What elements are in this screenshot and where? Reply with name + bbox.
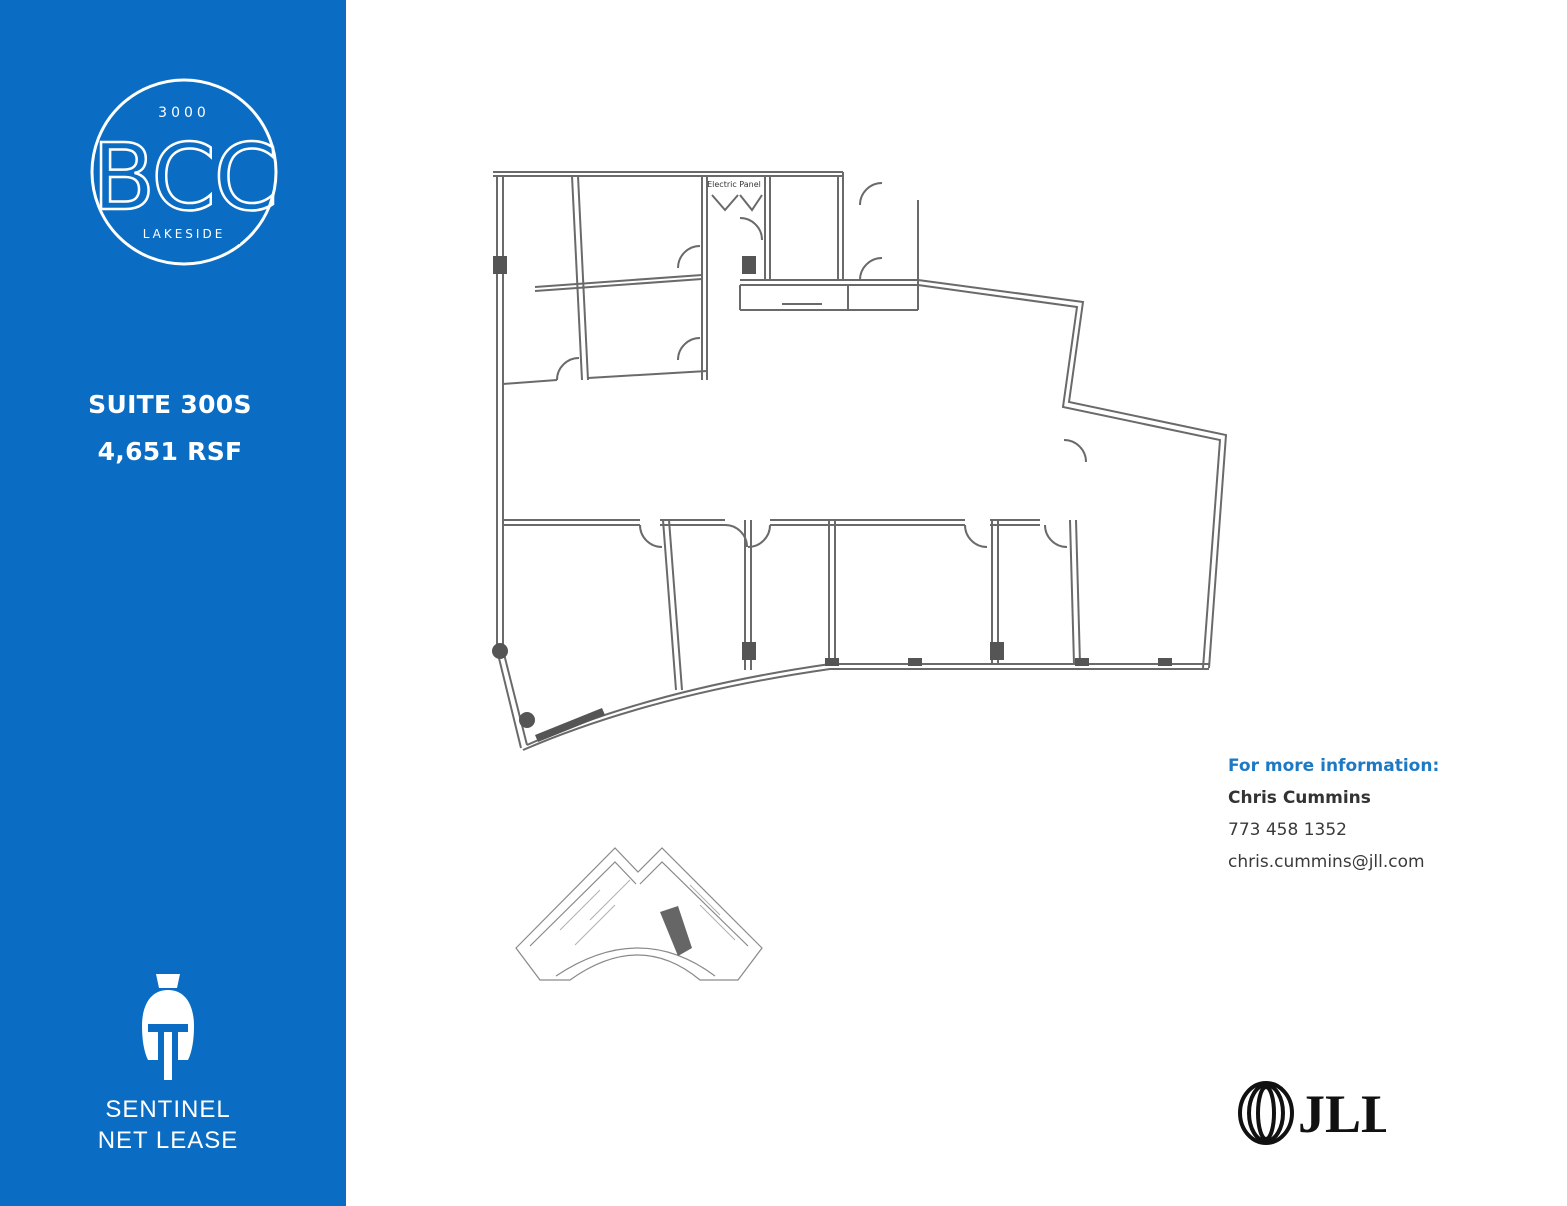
suite-area: 4,651 RSF [97, 437, 243, 466]
sidebar: 3000 BCC LAKESIDE SUITE 300S 4,651 RSF S… [0, 0, 346, 1206]
brand-line-1: SENTINEL [105, 1096, 231, 1123]
suite-info: SUITE 300S 4,651 RSF [0, 390, 340, 466]
logo-letters: BCC [92, 124, 276, 231]
jll-logo: JLL [1238, 1081, 1386, 1145]
contact-info: For more information: Chris Cummins 773 … [1228, 756, 1548, 872]
electric-panel-label: Electric Panel [707, 180, 761, 189]
sentinel-net-lease-logo: SENTINEL NET LEASE [78, 968, 258, 1156]
brand-line-2: NET LEASE [97, 1127, 239, 1154]
logo-number: 3000 [158, 105, 210, 121]
contact-phone[interactable]: 773 458 1352 [1228, 820, 1347, 840]
contact-email[interactable]: chris.cummins@jll.com [1228, 852, 1425, 872]
building-key-plan [515, 847, 763, 981]
bcc-lakeside-logo: 3000 BCC LAKESIDE [90, 78, 279, 266]
spartan-helmet-icon [142, 974, 194, 1080]
jll-wordmark: JLL [1298, 1084, 1386, 1144]
logo-subtitle: LAKESIDE [143, 227, 226, 241]
floor-plan: Electric Panel [492, 171, 1228, 751]
contact-name: Chris Cummins [1228, 788, 1371, 808]
contact-heading: For more information: [1228, 756, 1440, 776]
suite-title: SUITE 300S [88, 390, 252, 419]
